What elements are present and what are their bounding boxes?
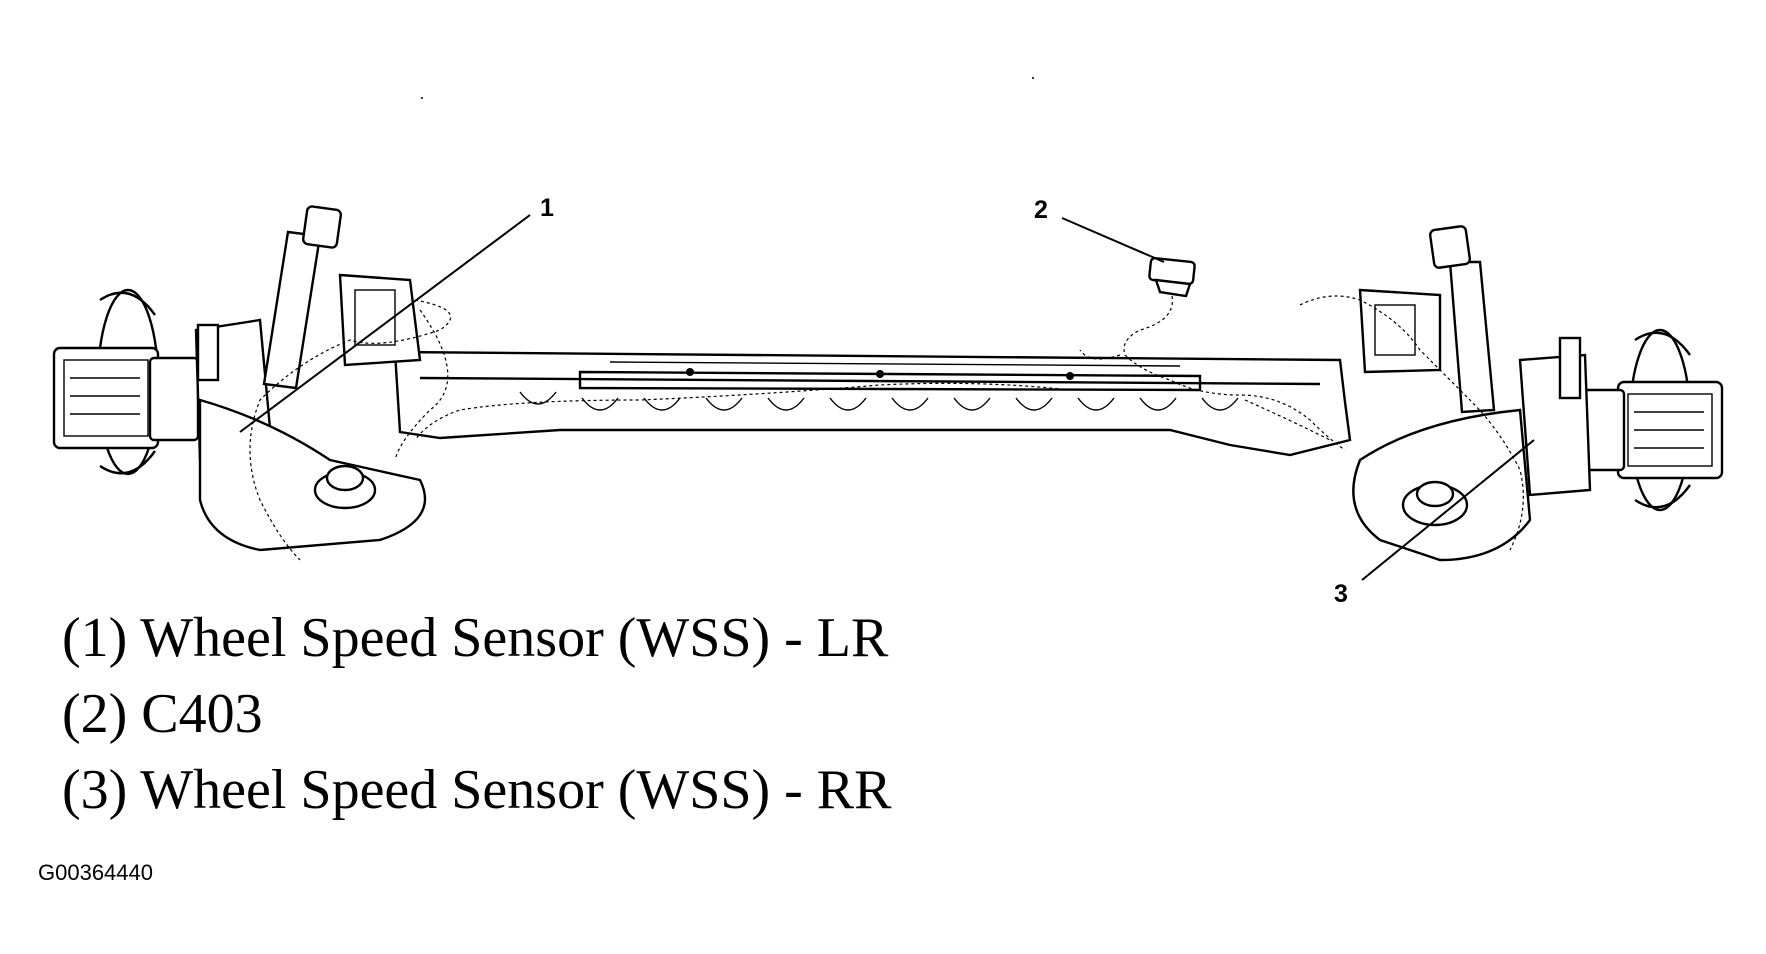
- leader-line-2: [1061, 217, 1165, 263]
- cable-clips: [519, 391, 1239, 411]
- legend-number: (1): [62, 607, 128, 669]
- callout-1: 1: [540, 194, 554, 222]
- legend-item-1: (1) Wheel Speed Sensor (WSS) - LR: [62, 600, 892, 676]
- legend-number: (2): [62, 683, 128, 745]
- left-wheel-assembly: [52, 205, 452, 561]
- legend-number: (3): [62, 759, 128, 821]
- callout-3: 3: [1334, 580, 1348, 608]
- legend-text: Wheel Speed Sensor (WSS) - RR: [140, 759, 892, 821]
- callout-2: 2: [1034, 196, 1048, 224]
- legend-item-2: (2) C403: [62, 676, 892, 752]
- leader-line-1: [239, 214, 531, 433]
- legend-text: C403: [141, 683, 263, 745]
- legend-text: Wheel Speed Sensor (WSS) - LR: [140, 607, 889, 669]
- right-wheel-assembly: [1244, 225, 1724, 562]
- c403-connector: [414, 256, 1346, 451]
- legend-item-3: (3) Wheel Speed Sensor (WSS) - RR: [62, 752, 892, 828]
- axle-beam: [393, 350, 1352, 457]
- figure-id: G00364440: [38, 860, 153, 885]
- legend: (1) Wheel Speed Sensor (WSS) - LR (2) C4…: [62, 600, 892, 828]
- leader-line-3: [1361, 439, 1535, 581]
